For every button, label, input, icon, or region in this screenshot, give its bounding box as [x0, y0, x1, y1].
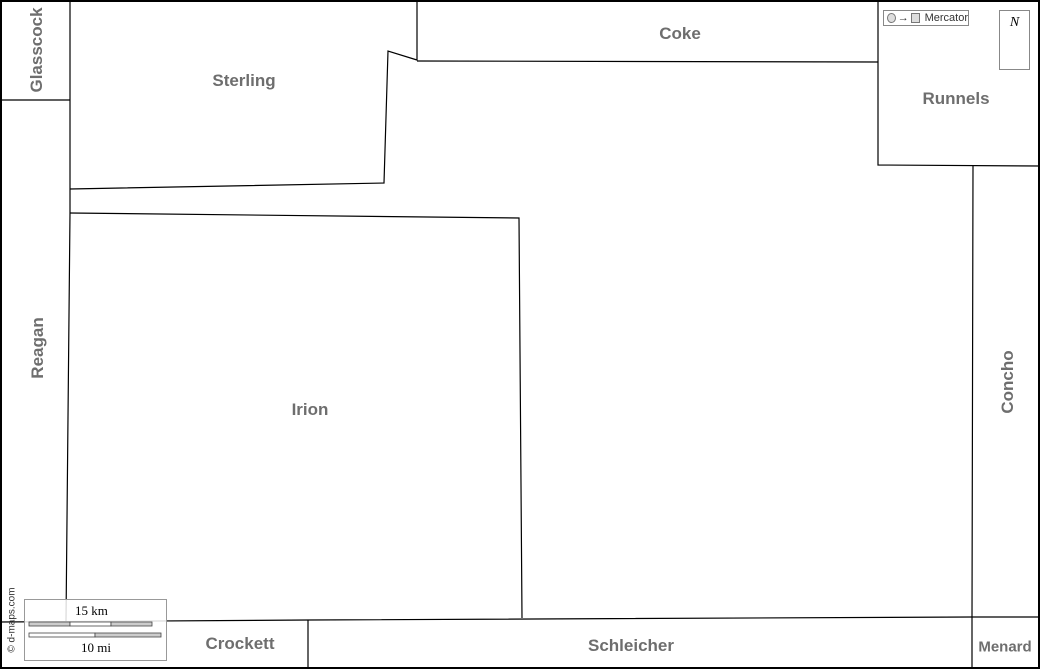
county-label-sterling: Sterling: [212, 71, 276, 90]
county-label-irion: Irion: [291, 400, 329, 419]
county-label-runnels: Runnels: [922, 89, 990, 108]
square-icon: [910, 13, 920, 23]
county-label-menard: Menard: [978, 638, 1032, 656]
county-label-concho: Concho: [998, 350, 1017, 414]
boundary-irion: [69, 212, 523, 619]
boundary-concho: [971, 165, 974, 669]
county-label-crockett: Crockett: [205, 634, 275, 653]
county-label-glasscock: Glasscock: [27, 7, 46, 93]
county-label-reagan: Reagan: [28, 317, 47, 379]
scale-km-label: 15 km: [75, 603, 108, 618]
county-label-coke: Coke: [659, 24, 701, 43]
boundary-reagan-east: [65, 0, 71, 622]
boundary-runnels: [877, 0, 1040, 167]
scale-bars: [28, 621, 162, 638]
north-arrow: N: [999, 10, 1030, 70]
circle-icon: [887, 13, 896, 23]
arrow-icon: →: [897, 12, 909, 24]
scale-mi-label: 10 mi: [81, 640, 111, 655]
projection-label: Mercator: [924, 12, 968, 24]
boundary-coke: [416, 60, 879, 63]
scale-bar: 15 km 10 mi: [24, 599, 167, 661]
boundary-sterling: [69, 0, 418, 190]
projection-legend: → Mercator: [883, 10, 969, 26]
north-label: N: [1009, 15, 1020, 30]
county-label-schleicher: Schleicher: [588, 636, 674, 655]
credit-text: © d-maps.com: [6, 587, 18, 653]
